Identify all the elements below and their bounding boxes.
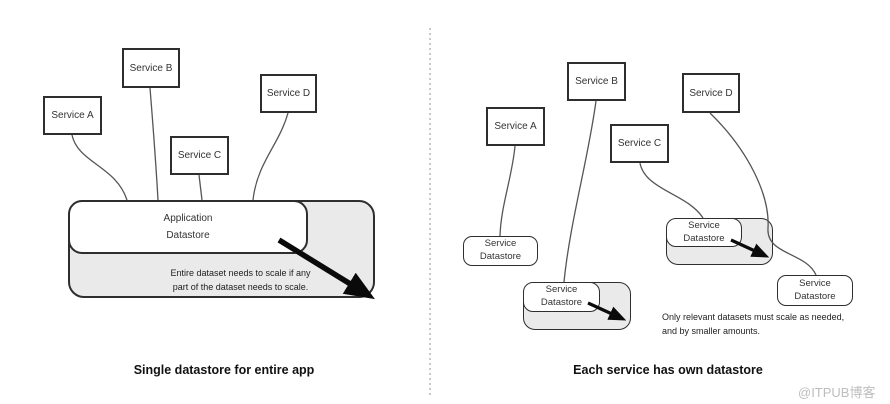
service-datastore-c-line2: Datastore <box>683 232 725 244</box>
right-service-b-box: Service B <box>567 62 626 101</box>
connector-left-service-d <box>252 112 289 201</box>
left-service-d-box: Service D <box>260 74 317 113</box>
service-datastore-d-line2: Datastore <box>794 290 836 302</box>
connector-left-service-b <box>149 87 159 201</box>
left-service-b-box: Service B <box>122 48 180 88</box>
left-service-b-label: Service B <box>129 62 173 74</box>
service-datastore-b-line2: Datastore <box>540 297 583 308</box>
right-panel-title: Each service has own datastore <box>573 363 763 377</box>
connector-left-service-a <box>71 134 128 201</box>
connector-left-service-c <box>198 174 203 201</box>
right-service-b-label: Service B <box>575 76 618 87</box>
service-datastore-b-box: Service Datastore <box>523 282 600 312</box>
right-service-c-box: Service C <box>610 124 669 163</box>
right-note-line2: and by smaller amounts. <box>662 325 761 336</box>
application-datastore-line1: Application <box>163 213 213 224</box>
left-caption-line1: Entire dataset needs to scale if any <box>170 268 311 278</box>
service-datastore-c-line1: Service <box>688 219 720 231</box>
service-datastore-d-box: Service Datastore <box>777 275 853 306</box>
left-panel-title: Single datastore for entire app <box>133 363 315 377</box>
left-caption: Entire dataset needs to scale if any par… <box>148 267 333 295</box>
left-service-d-label: Service D <box>266 88 311 99</box>
left-service-c-label: Service C <box>177 150 222 161</box>
left-caption-line2: part of the dataset needs to scale. <box>172 281 309 292</box>
left-service-c-box: Service C <box>170 136 229 175</box>
watermark: @ITPUB博客 <box>798 385 876 400</box>
application-datastore-line2: Datastore <box>166 230 210 241</box>
connector-right-service-a <box>499 145 516 237</box>
service-datastore-d-line1: Service <box>799 277 831 289</box>
connector-right-service-c <box>639 162 704 219</box>
service-datastore-c-box: Service Datastore <box>666 218 742 247</box>
right-note: Only relevant datasets must scale as nee… <box>662 311 862 338</box>
panel-divider <box>429 28 431 396</box>
right-service-c-label: Service C <box>617 138 662 149</box>
right-service-a-label: Service A <box>494 121 537 132</box>
application-datastore-box: Application Datastore <box>68 200 308 254</box>
service-datastore-a-line1: Service <box>484 238 517 250</box>
right-note-line1: Only relevant datasets must scale as nee… <box>662 312 845 322</box>
service-datastore-a-line2: Datastore <box>479 251 522 262</box>
left-service-a-box: Service A <box>43 96 102 135</box>
right-service-d-box: Service D <box>682 73 740 113</box>
service-datastore-a-box: Service Datastore <box>463 236 538 266</box>
left-service-a-label: Service A <box>51 110 94 121</box>
service-datastore-b-line1: Service <box>545 284 578 296</box>
right-service-a-box: Service A <box>486 107 545 146</box>
connector-right-service-b <box>563 100 597 283</box>
right-service-d-label: Service D <box>689 87 733 99</box>
